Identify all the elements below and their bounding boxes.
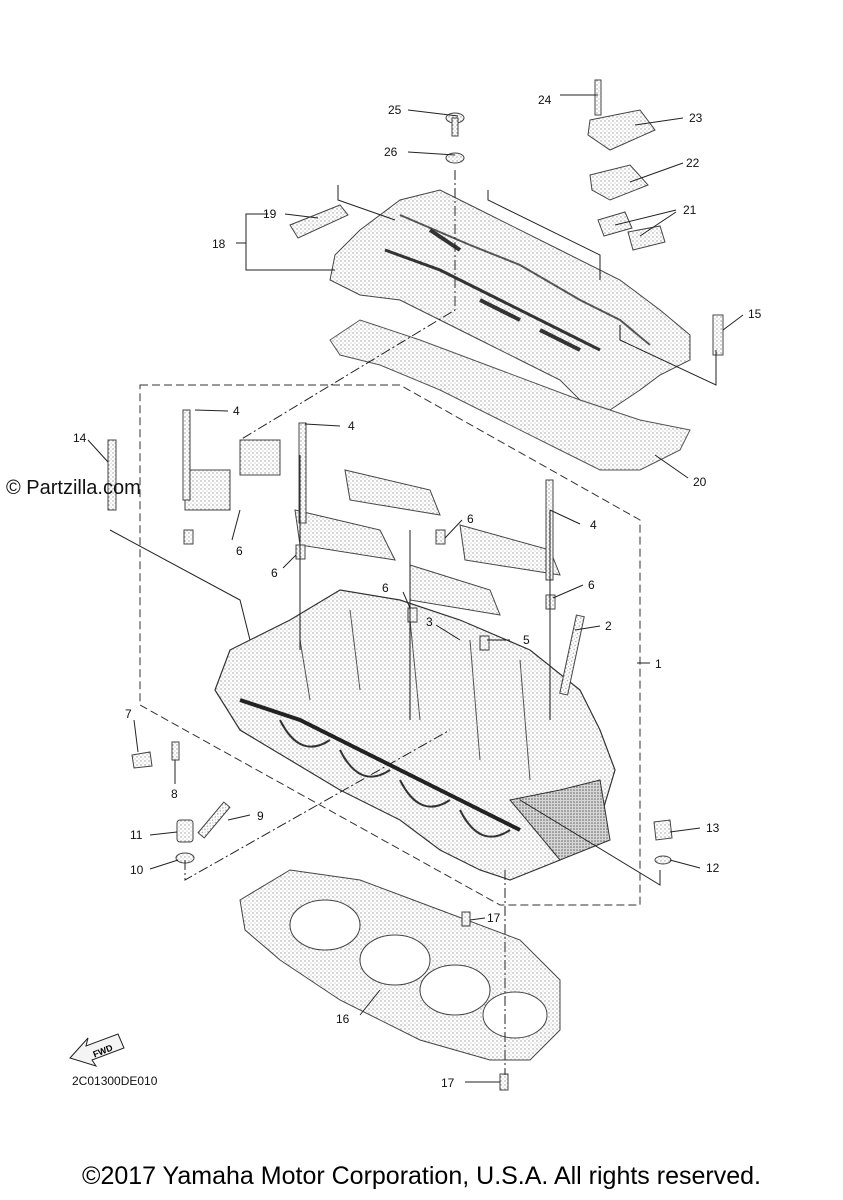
cylinder-head-cover [329,189,691,411]
callout-7: 7 [125,707,132,721]
callout-4a: 4 [233,404,240,418]
callout-9: 9 [257,809,264,823]
callout-6b: 6 [271,566,278,580]
callout-20: 20 [693,475,707,489]
callout-1: 1 [655,657,662,671]
callout-22: 22 [686,156,700,170]
head-cover-gasket [329,319,691,471]
callout-26: 26 [384,145,398,159]
callout-3: 3 [426,615,433,629]
callout-4c: 4 [590,518,597,532]
cylinder-head-gasket [239,869,561,1061]
callout-23: 23 [689,111,703,125]
callout-4b: 4 [348,419,355,433]
callout-6a: 6 [236,544,243,558]
callout-6c: 6 [382,581,389,595]
callout-19: 19 [263,207,277,221]
callout-16: 16 [336,1012,350,1026]
callout-6d: 6 [467,512,474,526]
callout-17a: 17 [487,911,501,925]
copyright-notice: ©2017 Yamaha Motor Corporation, U.S.A. A… [82,1162,761,1190]
callout-15: 15 [748,307,762,321]
callout-11: 11 [130,828,143,842]
callout-8: 8 [171,787,178,801]
diagram-code: 2C01300DE010 [72,1074,158,1088]
callout-5: 5 [523,633,530,647]
callout-17b: 17 [441,1076,455,1090]
forward-arrow-icon: FWD [69,1033,125,1067]
callout-14: 14 [73,431,87,445]
callout-18: 18 [212,237,226,251]
watermark: © Partzilla.com [6,477,141,499]
callout-13: 13 [706,821,720,835]
callout-6e: 6 [588,578,595,592]
camshaft-caps [184,439,561,616]
callout-2: 2 [605,619,612,633]
callout-12: 12 [706,861,720,875]
cylinder-head [214,589,616,881]
callout-25: 25 [388,103,402,117]
callout-21: 21 [683,203,697,217]
cylinder-head-outline-box [139,384,641,906]
callout-10: 10 [130,863,144,877]
callout-24: 24 [538,93,552,107]
leader-lines [87,94,744,1083]
